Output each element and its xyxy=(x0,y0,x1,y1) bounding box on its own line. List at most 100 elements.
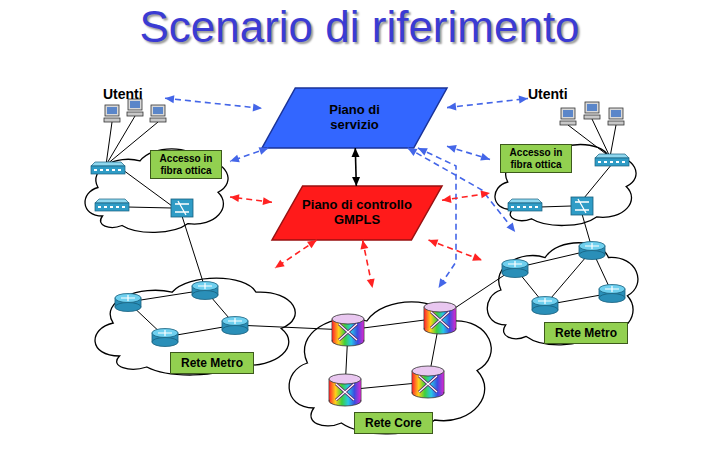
network-link xyxy=(106,122,158,165)
connector xyxy=(230,147,268,162)
network-link xyxy=(584,164,612,198)
oxc-fill xyxy=(413,371,444,392)
network-link xyxy=(568,125,610,157)
l3-switch-icon xyxy=(571,197,593,215)
arrow-head xyxy=(481,190,490,198)
pc-screen xyxy=(130,101,140,108)
network-link xyxy=(205,290,235,325)
switch-port xyxy=(523,206,526,208)
oxc-base xyxy=(412,388,444,398)
switch-port xyxy=(94,169,97,171)
router-top xyxy=(115,294,141,303)
optical-crossconnect-icon xyxy=(332,314,364,346)
optical-crossconnect-icon xyxy=(424,302,456,334)
oxc-cross-light xyxy=(336,384,354,400)
network-link xyxy=(128,290,205,302)
pc-monitor xyxy=(561,108,575,119)
network-link xyxy=(515,268,545,305)
computer-icon xyxy=(150,105,166,122)
router-top xyxy=(502,260,528,269)
plane-label: Piano di controllo GMPLS xyxy=(295,198,419,228)
users-label: Utenti xyxy=(103,86,165,102)
connector xyxy=(360,240,374,288)
router-top xyxy=(579,242,605,251)
control-plane: Piano di servizio xyxy=(262,88,447,148)
router-body xyxy=(222,321,248,330)
router-body xyxy=(192,286,218,295)
pc-base xyxy=(608,121,624,125)
cloud-path xyxy=(495,145,636,226)
router-icon xyxy=(599,285,625,303)
connector-line xyxy=(363,240,373,288)
network-link xyxy=(582,214,591,245)
switch-port xyxy=(616,161,619,163)
network-link xyxy=(592,119,610,157)
network-link xyxy=(428,318,440,382)
oxc-cross xyxy=(339,324,357,340)
oxc-cross xyxy=(419,376,437,392)
diagram-title: Scenario di riferimento xyxy=(0,2,719,52)
l3-switch-icon xyxy=(171,199,193,217)
switch-top xyxy=(508,199,542,203)
switch-port xyxy=(104,206,107,208)
router-base xyxy=(152,338,178,347)
switch-icon xyxy=(91,162,125,174)
connector xyxy=(447,145,490,161)
plane-parallelogram xyxy=(262,88,447,148)
oxc-cross-light xyxy=(339,324,357,340)
connector-line xyxy=(447,99,528,108)
network-link xyxy=(348,318,440,330)
arrow-head xyxy=(408,148,418,156)
connector-line xyxy=(429,240,483,260)
network-link xyxy=(345,382,428,390)
oxc-body xyxy=(412,371,444,393)
router-icon xyxy=(192,282,218,300)
pc-base xyxy=(150,118,166,122)
router-arrows xyxy=(508,261,522,267)
network-cloud: Rete Metro xyxy=(88,268,298,378)
pc-monitor xyxy=(609,108,623,119)
switch-port xyxy=(118,169,121,171)
router-arrows xyxy=(198,283,212,289)
arrow-head xyxy=(275,260,285,268)
router-arrows xyxy=(605,286,619,292)
arrow-head xyxy=(263,197,272,205)
pc-screen xyxy=(587,104,597,111)
computer-icon xyxy=(560,108,576,125)
switch-port xyxy=(100,169,103,171)
cloud-path xyxy=(95,278,295,375)
router-base xyxy=(532,306,558,315)
cloud-path xyxy=(85,149,228,233)
l3-body xyxy=(571,197,593,215)
arrow-head xyxy=(360,240,368,250)
connector xyxy=(447,96,528,111)
switch-icon xyxy=(595,154,629,166)
connector-line xyxy=(275,240,317,268)
pc-monitor xyxy=(105,105,119,116)
router-base xyxy=(222,326,248,335)
network-label: Rete Metro xyxy=(170,352,254,374)
router-arrows xyxy=(158,330,172,336)
pc-monitor xyxy=(151,105,165,116)
network-link xyxy=(610,125,616,157)
connector xyxy=(418,148,456,288)
connector xyxy=(275,240,317,268)
oxc-top xyxy=(412,366,444,376)
router-base xyxy=(502,269,528,278)
optical-crossconnect-icon xyxy=(412,366,444,398)
user-group: Utenti xyxy=(528,86,590,104)
arrow-head xyxy=(447,103,456,111)
arrow-head xyxy=(506,222,515,232)
switch-front xyxy=(91,166,125,174)
oxc-fill xyxy=(425,307,456,328)
switch-port xyxy=(622,161,625,163)
network-link xyxy=(106,122,112,165)
pc-screen xyxy=(153,107,163,114)
oxc-body xyxy=(329,379,361,401)
cloud-path xyxy=(289,302,491,434)
pc-base xyxy=(560,121,576,125)
network-link xyxy=(235,325,348,330)
arrow-head xyxy=(447,145,457,153)
switch-port xyxy=(122,206,125,208)
